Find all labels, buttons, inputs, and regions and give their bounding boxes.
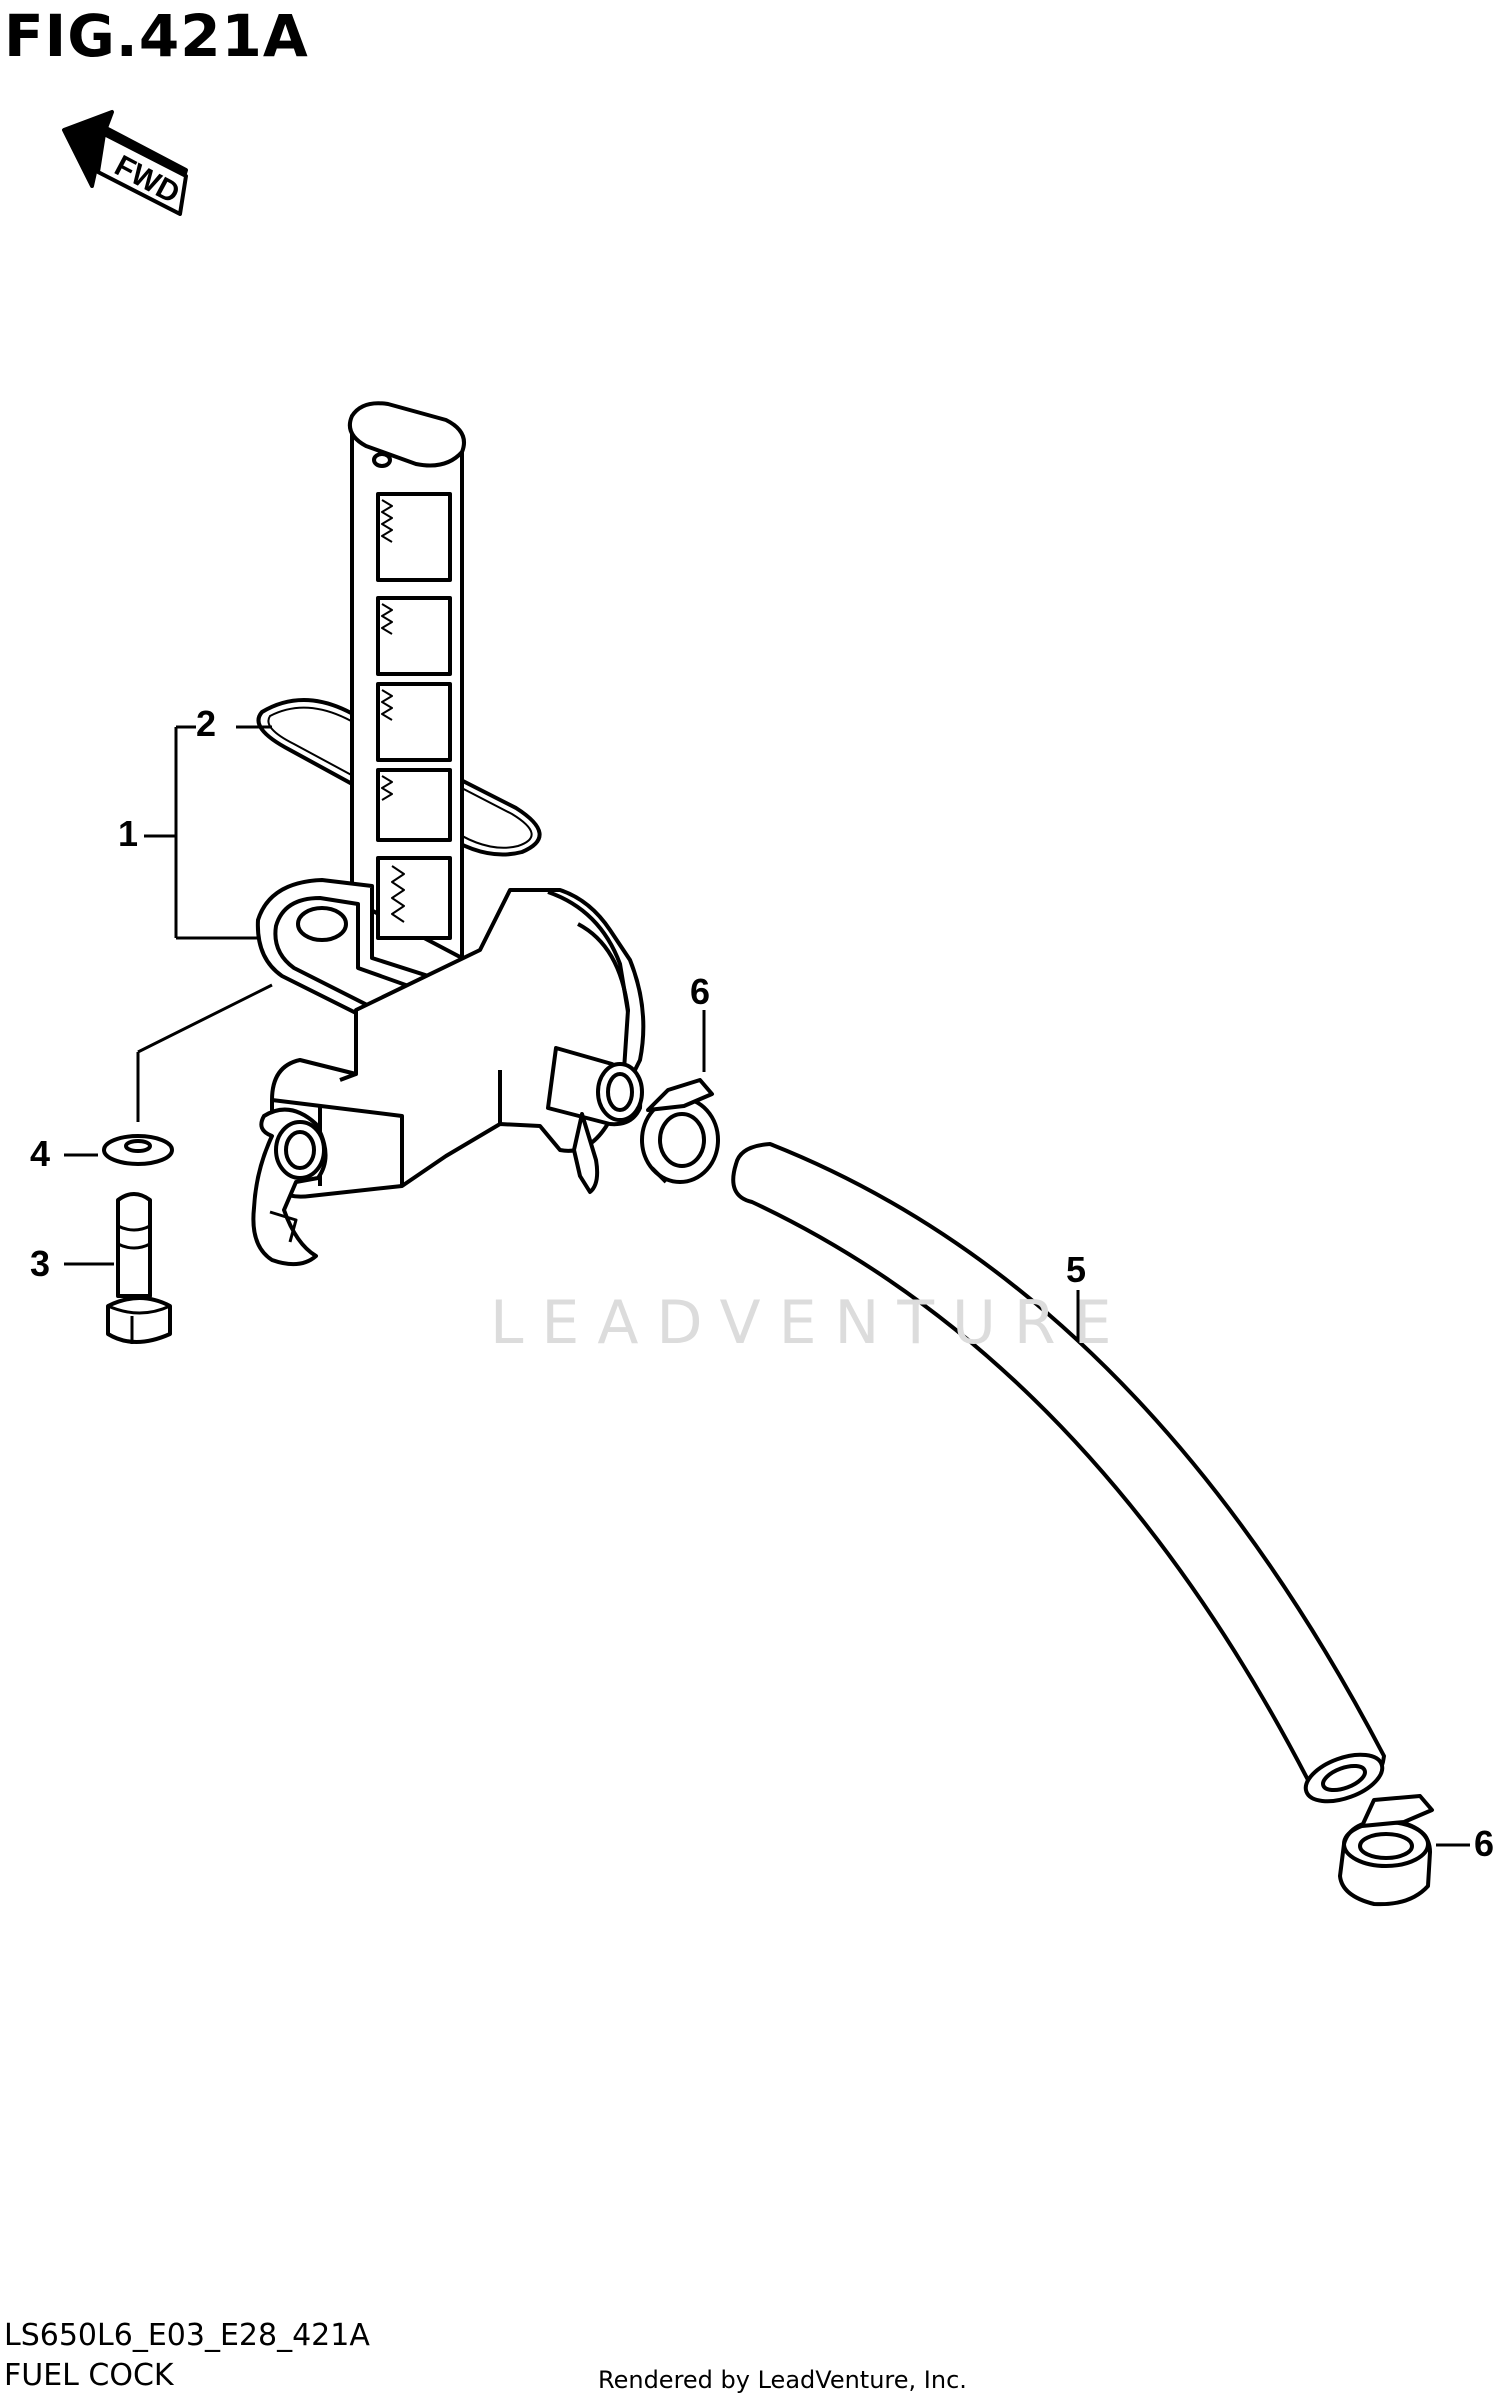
- hose-clamp-lower: [1338, 1794, 1434, 1907]
- callout-5: 5: [1066, 1249, 1087, 1290]
- washer: [102, 1134, 174, 1166]
- render-credit: Rendered by LeadVenture, Inc.: [598, 2366, 967, 2394]
- bolt: [106, 1192, 172, 1344]
- watermark: LEADVENTURE: [490, 1288, 1130, 1358]
- fuel-cock-filter: [347, 401, 466, 960]
- callout-1: 1: [118, 813, 139, 854]
- callout-6-lower: 6: [1474, 1823, 1495, 1864]
- callout-3: 3: [30, 1243, 51, 1284]
- callout-6-upper: 6: [690, 971, 711, 1012]
- callout-2: 2: [196, 703, 217, 744]
- figure-title: FIG.421A: [4, 2, 309, 70]
- callout-4: 4: [30, 1133, 51, 1174]
- diagram-caption: FUEL COCK: [4, 2358, 174, 2393]
- leader-lines: [64, 725, 1470, 1847]
- hose-clamp-upper: [640, 1078, 720, 1184]
- fuel-hose: [731, 1142, 1386, 1804]
- diagram-code: LS650L6_E03_E28_421A: [4, 2318, 370, 2353]
- fwd-arrow-icon: FWD: [62, 110, 188, 216]
- fuel-cock-body: [251, 888, 646, 1267]
- o-ring: [256, 698, 542, 857]
